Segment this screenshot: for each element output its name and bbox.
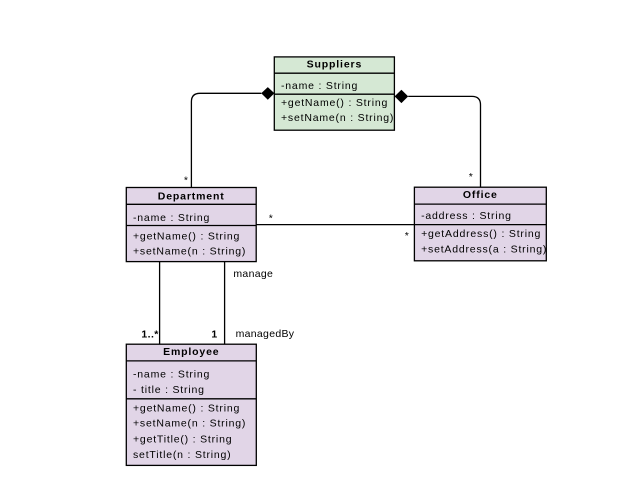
svg-text:+getName() : String: +getName() : String [133,230,240,242]
svg-text:-address : String: -address : String [421,210,512,222]
svg-text:*: * [469,171,473,183]
svg-text:Employee: Employee [163,346,219,358]
svg-text:*: * [269,212,273,224]
svg-text:+setName(n : String): +setName(n : String) [281,112,394,124]
svg-text:manage: manage [233,268,273,280]
svg-text:*: * [405,230,409,242]
svg-text:Department: Department [158,191,225,203]
svg-text:+setName(n : String): +setName(n : String) [133,418,246,430]
svg-text:Suppliers: Suppliers [307,59,363,71]
svg-text:+setAddress(a : String): +setAddress(a : String) [421,243,547,255]
svg-text:+setName(n : String): +setName(n : String) [133,246,246,258]
svg-text:+getName() : String: +getName() : String [133,402,240,414]
svg-text:1: 1 [211,328,217,340]
svg-text:1..*: 1..* [141,328,159,340]
svg-text:+getAddress() : String: +getAddress() : String [421,228,541,240]
svg-text:setTitle(n : String): setTitle(n : String) [133,449,231,461]
svg-text:+getName() : String: +getName() : String [281,97,388,109]
svg-text:*: * [184,175,188,187]
svg-text:-name : String: -name : String [281,80,358,92]
svg-text:-name : String: -name : String [133,369,210,381]
svg-text:- title : String: - title : String [133,384,205,396]
svg-text:-name : String: -name : String [133,212,210,224]
svg-text:managedBy: managedBy [236,328,295,340]
svg-text:Office: Office [463,189,498,201]
svg-text:+getTitle() : String: +getTitle() : String [133,433,232,445]
